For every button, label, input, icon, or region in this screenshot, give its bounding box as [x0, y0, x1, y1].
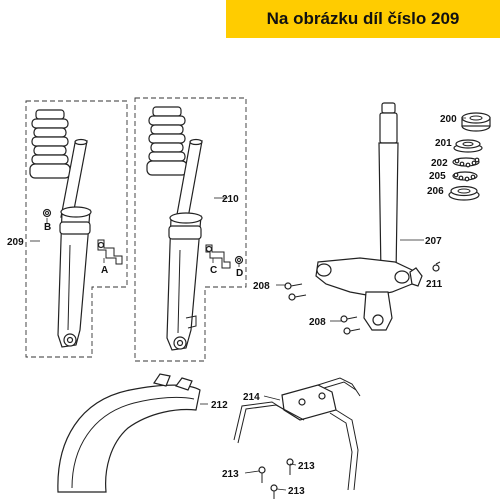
- leader-lines: [30, 117, 466, 491]
- fork-slider-right: [166, 212, 203, 351]
- callout-210: 210: [222, 194, 239, 205]
- callout-213-c: 213: [288, 486, 305, 497]
- ball-race-205: [452, 171, 478, 182]
- cup-206: [448, 185, 480, 201]
- bracket-C: [205, 244, 231, 269]
- callout-213-b: 213: [298, 461, 315, 472]
- callout-200: 200: [440, 114, 457, 125]
- steering-stem-207: [315, 102, 413, 331]
- callout-211: 211: [426, 279, 443, 290]
- dust-boot-right: [146, 106, 188, 176]
- fork-210-outline: [134, 97, 247, 362]
- callout-214: 214: [243, 392, 260, 403]
- nut-200: [461, 112, 491, 132]
- cone-201: [453, 139, 483, 153]
- fork-leg-210-group: [134, 97, 247, 362]
- callout-212: 212: [211, 400, 228, 411]
- fork-209-outline: [25, 100, 128, 358]
- fork-slider-left: [57, 206, 92, 348]
- bearing-stack: [448, 112, 491, 201]
- clip-211: [409, 261, 441, 287]
- fender-bracket-214: [233, 377, 361, 491]
- callout-206: 206: [427, 186, 444, 197]
- part-number-banner: Na obrázku díl číslo 209: [226, 0, 500, 38]
- banner-text: Na obrázku díl číslo 209: [266, 9, 460, 28]
- bolt-D: [234, 255, 244, 265]
- callout-D: D: [236, 268, 243, 279]
- ball-race-202: [452, 157, 480, 168]
- callout-208-lower: 208: [309, 317, 326, 328]
- callout-B: B: [44, 222, 51, 233]
- callout-201: 201: [435, 138, 452, 149]
- callout-209: 209: [7, 237, 24, 248]
- bolts-213: [258, 458, 294, 499]
- callout-C: C: [210, 265, 217, 276]
- callout-202: 202: [431, 158, 448, 169]
- callout-208-upper: 208: [253, 281, 270, 292]
- bolt-B: [42, 208, 52, 218]
- callout-205: 205: [429, 171, 446, 182]
- callout-labels: 200 201 202 205 206 207 208 208 209 210 …: [7, 114, 457, 497]
- bracket-A: [97, 239, 123, 265]
- bolts-208-upper: [284, 282, 307, 301]
- front-fender-212: [57, 373, 201, 493]
- callout-A: A: [101, 265, 108, 276]
- dust-boot-left: [29, 109, 71, 179]
- bolts-208-lower: [340, 315, 361, 335]
- callout-207: 207: [425, 236, 442, 247]
- fork-leg-209-group: [25, 100, 128, 358]
- callout-213-a: 213: [222, 469, 239, 480]
